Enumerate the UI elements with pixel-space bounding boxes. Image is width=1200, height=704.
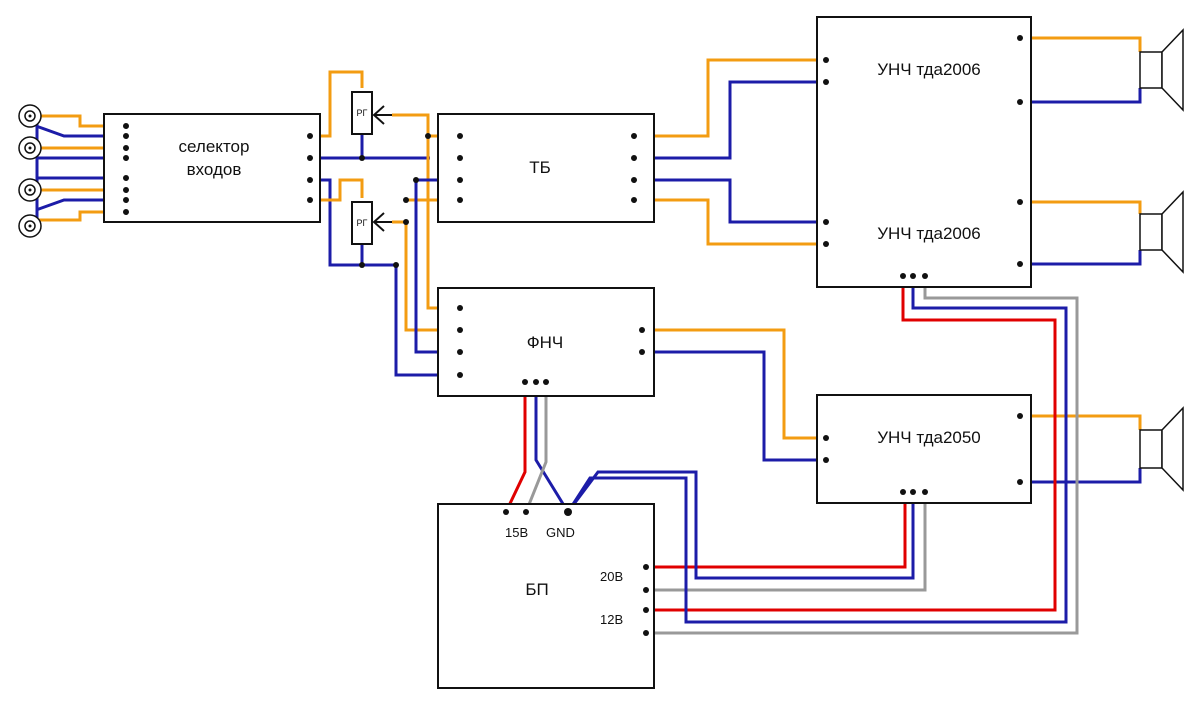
wire-spk3-minus [1020, 468, 1142, 484]
wire-input-1 [30, 114, 104, 128]
wire-spk1-plus [1020, 36, 1142, 52]
speaker-icon [1139, 190, 1184, 274]
wire-tone-out1 [634, 58, 826, 138]
wire-spk3-plus [1020, 414, 1142, 430]
wire-spk1-minus [1020, 88, 1142, 104]
tone-label: ТБ [529, 158, 551, 177]
terminal-dots [123, 35, 1023, 636]
wire-input-2 [35, 124, 104, 138]
psu-12v-label: 12В [600, 612, 623, 627]
psu-gnd-label: GND [546, 525, 575, 540]
rca-inputs [18, 104, 42, 238]
lpf-label: ФНЧ [527, 333, 564, 352]
amp1-label: УНЧ тда2006 [877, 60, 981, 79]
wire-pot2-wiper [392, 220, 460, 332]
psu-label: БП [525, 580, 548, 599]
speaker-icon [1139, 406, 1184, 492]
selector-label-line1: селектор [179, 137, 250, 156]
wire-lpf-out1 [642, 328, 826, 440]
wire-spk2-minus [1020, 250, 1142, 266]
wire-input-7 [30, 210, 104, 222]
wire-amp1-return [646, 276, 1079, 635]
pot-bottom-label: РГ [357, 218, 368, 228]
selector-label-line2: входов [187, 160, 242, 179]
psu-15v-label: 15В [505, 525, 528, 540]
wire-tone-out3 [634, 178, 826, 224]
rca-jack-icon [18, 104, 42, 128]
wire-input-8 [35, 198, 104, 212]
amp2-label: УНЧ тда2006 [877, 224, 981, 243]
pot-bottom: РГ [351, 201, 392, 245]
amp3-label: УНЧ тда2050 [877, 428, 981, 447]
lpf-block: ФНЧ [437, 287, 655, 397]
wire-amp3-return [646, 492, 927, 592]
wire-spk2-plus [1020, 200, 1142, 214]
wire-lpf-gnd [534, 382, 570, 513]
rca-jack-icon [18, 214, 42, 238]
psu-block: БП 15В GND 20В 12В [437, 503, 655, 689]
wire-tone-out2 [634, 80, 826, 160]
pot-top-label: РГ [357, 108, 368, 118]
rca-jack-icon [18, 178, 42, 202]
pot-top-wiper-arrow [372, 105, 392, 125]
psu-20v-label: 20В [600, 569, 623, 584]
tda2006-block: УНЧ тда2006 УНЧ тда2006 [816, 16, 1032, 288]
tda2050-block: УНЧ тда2050 [816, 394, 1032, 504]
wire-amp1-gnd [566, 276, 1068, 624]
tone-block: ТБ [437, 113, 655, 223]
pot-bottom-wiper-arrow [372, 212, 392, 232]
wire-lpf-return [524, 382, 548, 513]
wire-sel-out1 [310, 70, 364, 138]
wire-lpf-out2 [642, 350, 826, 462]
wire-sel-out4 [310, 178, 364, 202]
wire-amp3-plus [646, 492, 907, 569]
rca-jack-icon [18, 136, 42, 160]
wire-lpf-plus [504, 382, 527, 513]
wire-amp1-plus [646, 276, 1057, 612]
speaker-icon [1139, 28, 1184, 112]
selector-block: селектор входов [103, 113, 321, 223]
pot-top: РГ [351, 91, 392, 135]
wire-tone-out4 [634, 198, 826, 246]
